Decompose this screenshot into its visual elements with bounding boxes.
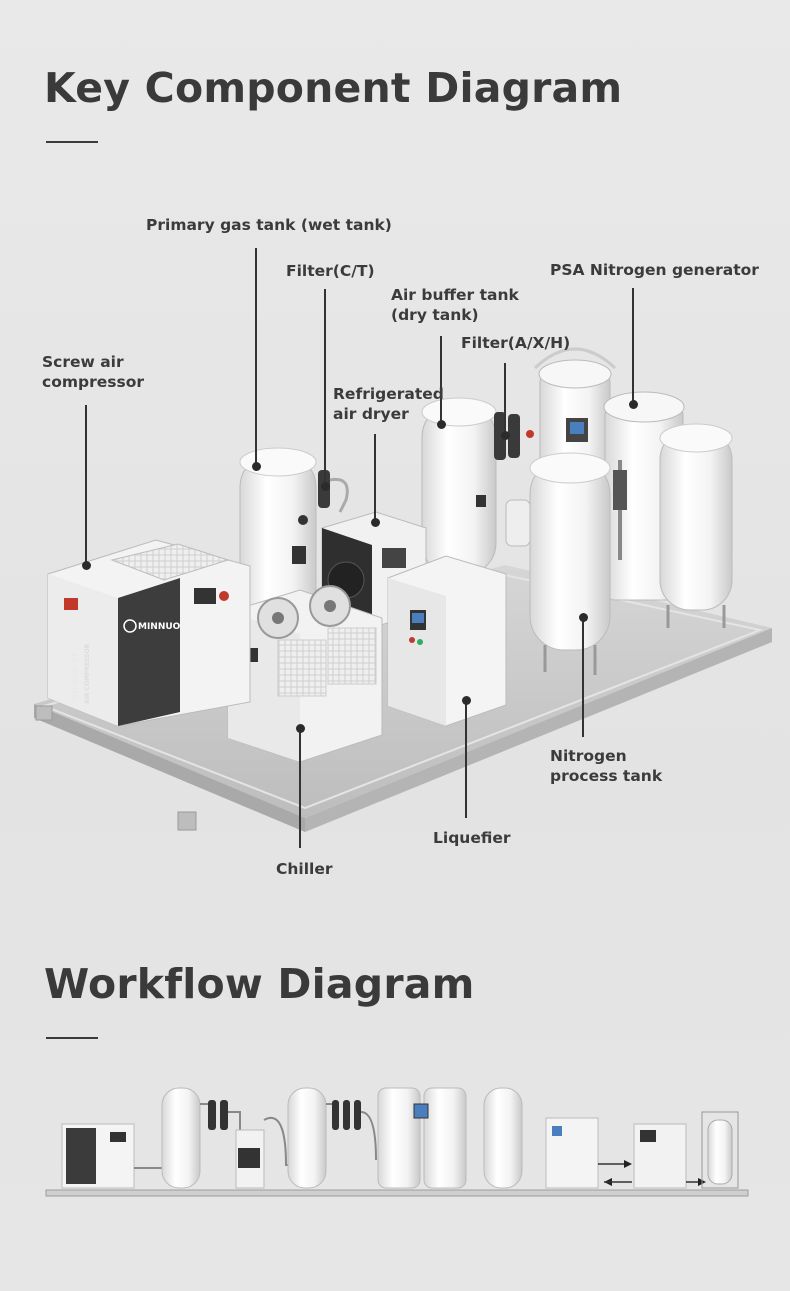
label-filter-axh: Filter(A/X/H) xyxy=(461,334,571,352)
dot-nitrogen-tank xyxy=(579,613,588,622)
wf-psa xyxy=(377,1087,467,1189)
label-screw-compressor-2: compressor xyxy=(42,373,144,391)
label-screw-compressor-1: Screw air xyxy=(42,353,124,371)
equipment-illustration xyxy=(34,347,772,832)
leader-primary-tank xyxy=(255,248,257,466)
primary-gas-tank xyxy=(239,447,317,626)
filter-axh xyxy=(494,412,534,460)
dot-buffer-tank xyxy=(437,420,446,429)
compressor-sub-text: AIR COMPRESSOR xyxy=(84,643,91,704)
leader-psa xyxy=(632,288,634,404)
label-buffer-1: Air buffer tank xyxy=(391,286,519,304)
dot-psa xyxy=(629,400,638,409)
label-buffer-2: (dry tank) xyxy=(391,306,479,324)
air-buffer-tank xyxy=(421,397,497,576)
nitrogen-process-tank xyxy=(505,452,611,675)
label-liquefier: Liquefier xyxy=(433,829,511,847)
wf-dewar xyxy=(701,1111,739,1189)
dot-filter-axh xyxy=(501,431,510,440)
wf-dryer xyxy=(235,1129,265,1189)
leader-buffer-tank xyxy=(440,336,442,424)
workflow-title: Workflow Diagram xyxy=(44,960,475,1008)
label-chiller: Chiller xyxy=(276,860,333,878)
dot-chiller xyxy=(296,724,305,733)
wf-liquefier xyxy=(545,1117,599,1189)
key-component-title: Key Component Diagram xyxy=(44,64,623,112)
rear-nitrogen-tank xyxy=(659,423,733,628)
wf-nitrogen-tank xyxy=(483,1087,523,1189)
label-dryer-2: air dryer xyxy=(333,405,409,423)
leader-filter-ct xyxy=(324,289,326,486)
label-primary-tank: Primary gas tank (wet tank) xyxy=(146,216,392,234)
title-underline xyxy=(46,141,98,143)
wf-chiller xyxy=(633,1123,687,1189)
leader-liquefier xyxy=(465,700,467,818)
dot-filter-ct xyxy=(321,482,330,491)
leader-chiller xyxy=(299,728,301,848)
liquefier xyxy=(387,555,507,727)
screw-air-compressor xyxy=(47,539,251,727)
label-psa: PSA Nitrogen generator xyxy=(550,261,759,279)
chiller xyxy=(227,585,383,763)
dot-screw-compressor xyxy=(82,561,91,570)
label-filter-ct: Filter(C/T) xyxy=(286,262,375,280)
leader-dryer xyxy=(374,434,376,522)
label-dryer-1: Refrigerated xyxy=(333,385,444,403)
workflow-underline xyxy=(46,1037,98,1039)
dot-liquefier xyxy=(462,696,471,705)
wf-wet-tank xyxy=(161,1087,201,1189)
wf-filter-axh xyxy=(332,1100,361,1130)
compressor-logo: MINNUO xyxy=(138,622,181,632)
leader-filter-axh xyxy=(504,363,506,435)
leader-nitrogen-tank xyxy=(582,617,584,737)
wf-buffer-tank xyxy=(287,1087,327,1189)
dot-dryer xyxy=(371,518,380,527)
label-nitrogen-tank-1: Nitrogen xyxy=(550,747,627,765)
leader-screw-compressor xyxy=(85,405,87,565)
dot-primary-tank xyxy=(252,462,261,471)
wf-filter-ct xyxy=(208,1100,228,1130)
wf-compressor xyxy=(61,1123,135,1189)
filter-ct xyxy=(318,470,349,513)
label-nitrogen-tank-2: process tank xyxy=(550,767,663,785)
